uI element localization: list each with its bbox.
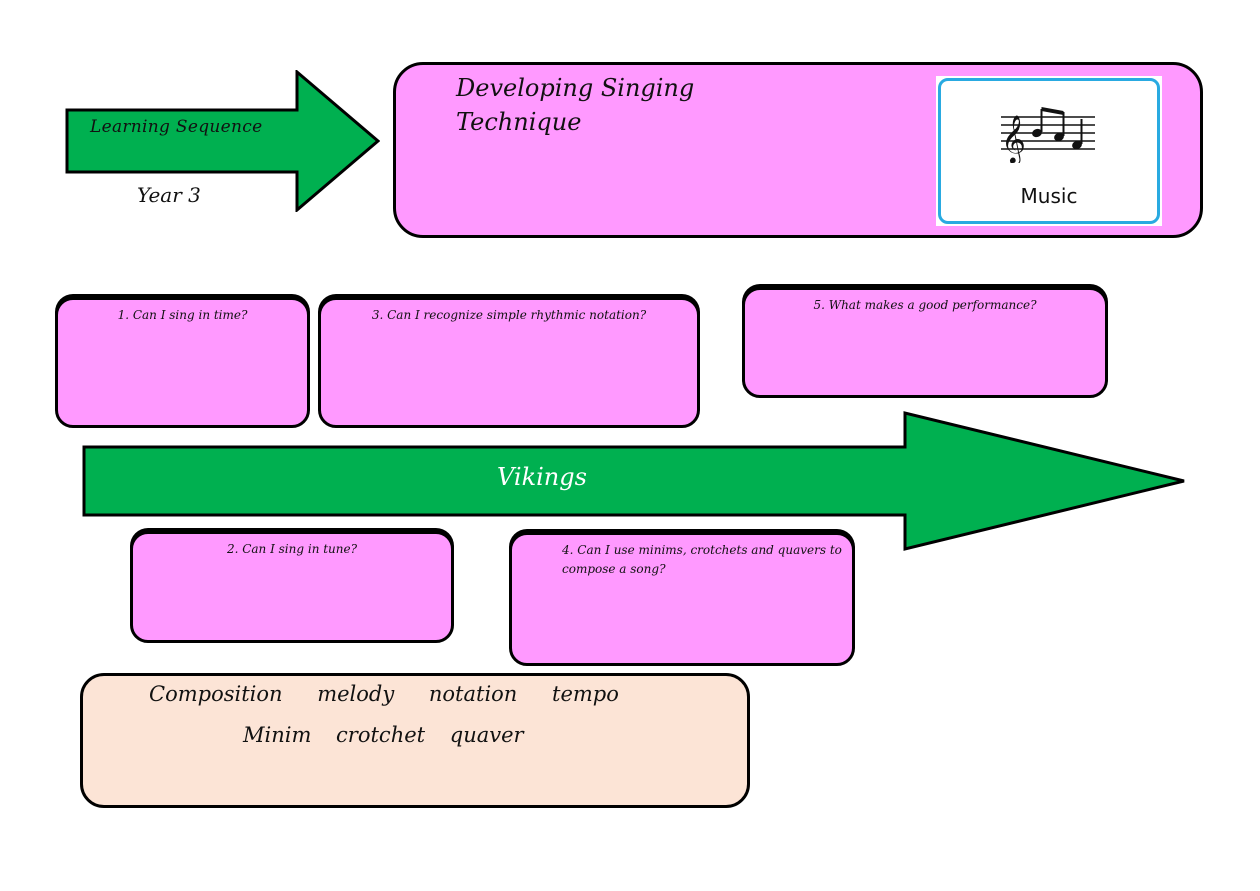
- question-text: 2. Can I sing in tune?: [226, 542, 358, 556]
- question-card-3: 3. Can I recognize simple rhythmic notat…: [318, 297, 700, 428]
- question-text: 5. What makes a good performance?: [813, 298, 1037, 312]
- question-card-5: 5. What makes a good performance?: [742, 287, 1108, 398]
- topic-label: Vikings: [497, 463, 587, 491]
- topic-arrow: [82, 411, 1185, 551]
- learning-sequence-arrow: [65, 70, 380, 212]
- question-text: 4. Can I use minims, crotchets and quave…: [562, 543, 842, 576]
- subject-tile-music: 𝄞 Music: [936, 76, 1162, 226]
- svg-text:𝄞: 𝄞: [1001, 114, 1026, 163]
- vocabulary-line-1: Composition melody notation tempo: [149, 682, 619, 706]
- subject-tile-frame: 𝄞 Music: [938, 78, 1160, 224]
- question-text: 1. Can I sing in time?: [117, 308, 248, 322]
- question-card-1: 1. Can I sing in time?: [55, 297, 310, 428]
- music-notes-icon: 𝄞: [1001, 107, 1095, 163]
- question-card-4: 4. Can I use minims, crotchets and quave…: [509, 532, 855, 666]
- question-card-2: 2. Can I sing in tune?: [130, 531, 454, 643]
- vocabulary-card: Composition melody notation tempo Minim …: [80, 673, 750, 808]
- page-title: Developing Singing Technique: [456, 74, 695, 136]
- vocabulary-line-2: Minim crotchet quaver: [243, 723, 524, 747]
- year-label: Year 3: [137, 183, 201, 207]
- title-card: Developing Singing Technique 𝄞: [393, 62, 1203, 238]
- learning-sequence-label: Learning Sequence: [90, 117, 263, 137]
- subject-label: Music: [1020, 184, 1078, 208]
- question-text: 3. Can I recognize simple rhythmic notat…: [371, 308, 647, 322]
